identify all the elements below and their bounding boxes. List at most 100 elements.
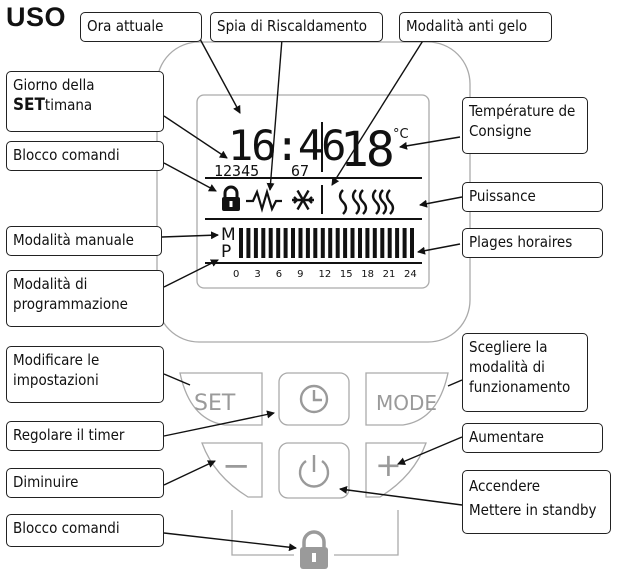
heat-waves-icon <box>338 189 395 215</box>
program-bar <box>395 228 400 258</box>
power-button-shape <box>278 442 350 499</box>
label-ora-attuale: Ora attuale <box>80 12 202 42</box>
minus-button-label: − <box>222 446 251 486</box>
label-regolare-timer: Regolare il timer <box>6 421 164 451</box>
label-puissance: Puissance <box>462 182 603 212</box>
hour-tick-label: 18 <box>361 269 374 280</box>
line-giorno <box>163 115 228 159</box>
hour-tick-label: 9 <box>297 269 303 280</box>
program-bar <box>268 228 273 258</box>
label-accendere-standby: Accendere Mettere in standby <box>462 470 611 534</box>
label-aumentare: Aumentare <box>462 423 603 453</box>
program-bar <box>387 228 392 258</box>
snowflake-icon <box>292 189 314 211</box>
label-blocco-comandi-bottom: Blocco comandi <box>6 514 164 547</box>
program-bar <box>298 228 303 258</box>
hour-tick-label: 12 <box>319 269 332 280</box>
label-modalita-manuale: Modalità manuale <box>6 226 162 256</box>
label-modalita-programmazione: Modalità di programmazione <box>6 270 164 327</box>
line-ora-attuale <box>199 38 241 114</box>
line-blocco-bottom <box>163 532 297 552</box>
line-spia <box>266 38 283 191</box>
program-bar <box>283 228 288 258</box>
line-modificare <box>163 373 191 386</box>
program-bar <box>358 228 362 258</box>
label-modificare-impostazioni: Modificare le impostazioni <box>6 346 164 403</box>
program-bar <box>410 228 414 258</box>
label-plages-horaires: Plages horaires <box>462 228 603 258</box>
hour-tick-label: 6 <box>276 269 282 280</box>
lcd-frame <box>196 94 430 289</box>
hour-tick-label: 3 <box>254 269 260 280</box>
label-blocco-comandi-top: Blocco comandi <box>6 141 164 171</box>
program-bar <box>335 228 340 258</box>
lcd-mode-p: P <box>221 242 231 262</box>
program-bar <box>239 228 243 258</box>
label-diminuire: Diminuire <box>6 468 164 498</box>
program-bar <box>328 228 333 258</box>
set-button-label: SET <box>194 391 236 416</box>
line-manuale <box>161 231 219 240</box>
label-giorno-settimana: Giorno della SETtimana <box>6 71 164 132</box>
program-bar <box>320 228 325 258</box>
program-bar <box>313 228 318 258</box>
line-diminuire <box>163 460 216 486</box>
line-programmazione <box>163 259 219 288</box>
lock-icon <box>222 185 240 211</box>
hour-tick-label: 0 <box>233 269 239 280</box>
mode-button-shape <box>365 372 449 426</box>
program-bar <box>343 228 348 258</box>
page-title: USO <box>6 2 67 32</box>
callout-lines <box>161 38 463 552</box>
program-bar <box>305 228 310 258</box>
hour-tick-label: 21 <box>383 269 396 280</box>
minus-button-shape <box>201 442 263 498</box>
plus-button-shape <box>365 442 427 498</box>
lcd-mode-m: M <box>221 225 236 245</box>
program-bars <box>239 228 414 258</box>
timer-button-shape <box>278 372 350 426</box>
device-outline <box>156 41 471 343</box>
program-bar <box>402 228 407 258</box>
lcd-temperature: 18 <box>340 122 392 178</box>
program-bar <box>253 228 258 258</box>
line-accendere <box>339 485 463 506</box>
lcd-days-right: 67 <box>291 162 309 180</box>
lock-bracket-left <box>231 510 294 556</box>
line-scegliere <box>447 379 463 387</box>
hour-ticks: 0 3 6 9 12 15 18 21 24 <box>233 269 417 280</box>
clock-icon <box>299 384 329 414</box>
label-scegliere-modalita: Scegliere la modalità di funzionamento <box>462 333 588 412</box>
hour-tick-label: 15 <box>340 269 353 280</box>
line-plages <box>417 243 461 255</box>
lcd-temp-unit: °C <box>393 127 409 142</box>
lcd-days-left: 12345 <box>214 162 259 180</box>
mode-button-label: MODE <box>376 391 437 415</box>
lcd-time: 16:46 <box>228 121 344 170</box>
label-modalita-antigelo: Modalità anti gelo <box>399 12 552 42</box>
bottom-lock-icon <box>300 530 328 569</box>
program-bar <box>365 228 370 258</box>
program-bar <box>276 228 281 258</box>
program-bar <box>372 228 377 258</box>
program-bar <box>350 228 355 258</box>
line-temperatura <box>399 136 461 150</box>
program-bar <box>380 228 385 258</box>
lock-bracket-right <box>334 510 399 556</box>
line-timer <box>163 410 275 437</box>
program-bar <box>261 228 266 258</box>
line-aumentare <box>397 436 463 465</box>
program-bar <box>291 228 295 258</box>
program-bar <box>246 228 251 258</box>
label-temperature-consigne: Température de Consigne <box>462 97 588 154</box>
heating-resistor-icon <box>246 188 282 213</box>
label-spia-riscaldamento: Spia di Riscaldamento <box>210 12 383 42</box>
hour-tick-label: 24 <box>404 269 417 280</box>
power-icon <box>298 455 330 488</box>
set-button-shape <box>179 372 263 426</box>
line-antigelo <box>331 38 425 186</box>
line-puissance <box>419 196 463 208</box>
line-blocco-top <box>163 162 217 192</box>
plus-button-label: + <box>375 446 402 484</box>
